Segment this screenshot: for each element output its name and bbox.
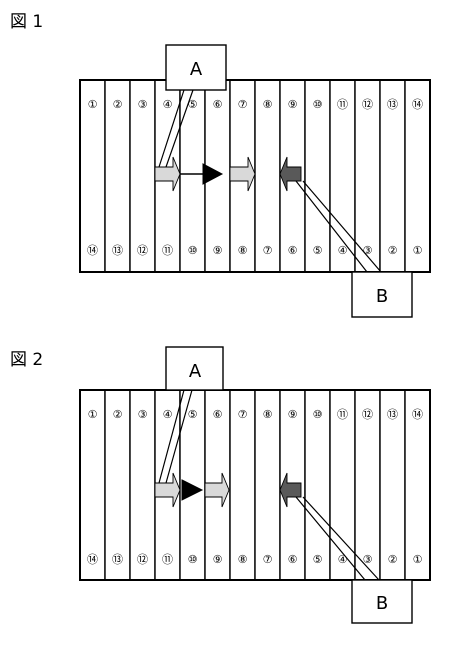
figure-1-bottom-number: ⑤ — [313, 244, 323, 257]
figure-2-callout-b-pointer — [295, 496, 380, 581]
figure-2-top-number: ⑥ — [213, 408, 223, 421]
figure-2-top-number: ③ — [138, 408, 148, 421]
figure-2-title: 図 2 — [10, 350, 43, 370]
figure-2-callout-b-box — [351, 579, 413, 624]
figure-1-outline — [79, 79, 431, 273]
figure-1-column-8 — [254, 79, 281, 273]
figure-2-callout-a-label: A — [189, 361, 202, 382]
figure-1-bottom-number: ⑨ — [213, 244, 223, 257]
figure-1: 図 1 ① ② ③ ④ ⑤ ⑥ ⑦ ⑧ — [10, 12, 431, 318]
figure-2-top-numbers: ① ② ③ ④ ⑤ ⑥ ⑦ ⑧ ⑨ ⑩ ⑪ ⑫ ⑬ ⑭ — [88, 408, 423, 421]
figure-1-top-number: ⑫ — [362, 98, 373, 111]
figure-2-top-number: ⑩ — [313, 408, 323, 421]
figure-1-top-number: ② — [113, 98, 123, 111]
figure-2-top-number: ① — [88, 408, 98, 421]
figure-2-top-number: ⑫ — [362, 408, 373, 421]
figure-2-black-arrow-icon — [181, 479, 204, 501]
figure-1-arrow-b-icon — [279, 156, 302, 192]
figure-1-top-number: ⑬ — [387, 98, 398, 111]
figure-1-callout-b-pointer — [295, 180, 382, 273]
figure-1-bottom-number: ⑪ — [162, 244, 173, 257]
figure-1-top-numbers: ① ② ③ ④ ⑤ ⑥ ⑦ ⑧ ⑨ ⑩ ⑪ ⑫ ⑬ ⑭ — [88, 98, 423, 111]
figure-2-bottom-number: ① — [413, 553, 423, 566]
figure-1-top-number: ⑭ — [412, 98, 423, 111]
figure-1-callout-a-box — [165, 44, 227, 91]
figure-1-column-12 — [354, 79, 381, 273]
figure-2-bottom-number: ⑧ — [238, 553, 248, 566]
figure-1-top-number: ⑪ — [337, 98, 348, 111]
figure-1-bottom-number: ⑧ — [238, 244, 248, 257]
figure-2-arrow-moved-icon — [204, 472, 230, 508]
figure-2-top-number: ② — [113, 408, 123, 421]
figure-1-bottom-number: ② — [388, 244, 398, 257]
figure-2-top-number: ⑧ — [263, 408, 273, 421]
figure-1-column-10 — [304, 79, 331, 273]
figure-1-bottom-number: ⑦ — [263, 244, 273, 257]
figure-1-top-number: ⑩ — [313, 98, 323, 111]
figure-1-column-2 — [104, 79, 131, 273]
figure-1-top-number: ① — [88, 98, 98, 111]
figure-2-top-number: ⑤ — [188, 408, 198, 421]
figure-2-bottom-number: ⑪ — [162, 553, 173, 566]
figure-1-bottom-number: ⑫ — [137, 244, 148, 257]
figure-2-column-3 — [129, 389, 156, 581]
figure-2-callout-b-label: B — [376, 593, 388, 614]
figure-2-top-number: ⑬ — [387, 408, 398, 421]
figure-2-top-number: ⑦ — [238, 408, 248, 421]
figure-2-bottom-number: ⑤ — [313, 553, 323, 566]
figure-2-top-number: ⑨ — [288, 408, 298, 421]
figure-1-bottom-number: ⑥ — [288, 244, 298, 257]
figure-2-callout-a-box — [165, 346, 224, 391]
figure-1-bottom-number: ⑬ — [112, 244, 123, 257]
figure-2-bottom-number: ⑥ — [288, 553, 298, 566]
figure-2-top-number: ④ — [163, 408, 173, 421]
figure-2-column-2 — [104, 389, 131, 581]
figure-1-top-number: ⑤ — [188, 98, 198, 111]
figure-2-bottom-number: ③ — [363, 553, 373, 566]
figure-2-bottom-number: ⑬ — [112, 553, 123, 566]
figure-1-bottom-number: ⑭ — [87, 244, 98, 257]
figure-2-bottom-number: ⑩ — [188, 553, 198, 566]
figure-2-callout-a-pointer — [158, 389, 193, 484]
figure-1-arrow-a-icon — [154, 156, 181, 192]
figure-1-top-number: ⑦ — [238, 98, 248, 111]
figure-2-outline — [79, 389, 431, 581]
figure-2-bottom-number: ⑨ — [213, 553, 223, 566]
figure-1-arrow-moved-icon — [229, 156, 256, 192]
figure-1-bottom-number: ④ — [338, 244, 348, 257]
figure-1-top-number: ⑥ — [213, 98, 223, 111]
figure-1-top-number: ⑧ — [263, 98, 273, 111]
figure-2-bottom-number: ④ — [338, 553, 348, 566]
figure-2-arrow-a-icon — [154, 472, 181, 508]
figure-1-top-number: ③ — [138, 98, 148, 111]
figure-2-panel — [79, 389, 431, 581]
figure-2-column-12 — [354, 389, 381, 581]
figure-2-top-number: ⑪ — [337, 408, 348, 421]
figure-1-bottom-number: ① — [413, 244, 423, 257]
figure-1-panel — [79, 79, 431, 273]
figure-2-arrow-b-icon — [279, 472, 302, 508]
figure-2-bottom-number: ② — [388, 553, 398, 566]
figure-2: 図 2 ① ② ③ ④ ⑤ ⑥ ⑦ ⑧ ⑨ — [10, 346, 431, 624]
figure-1-callout-b-label: B — [376, 286, 388, 307]
figure-2-bottom-number: ⑦ — [263, 553, 273, 566]
figure-1-title: 図 1 — [10, 12, 43, 32]
figure-1-bottom-number: ⑩ — [188, 244, 198, 257]
figure-2-bottom-numbers: ⑭ ⑬ ⑫ ⑪ ⑩ ⑨ ⑧ ⑦ ⑥ ⑤ ④ ③ ② ① — [87, 553, 423, 566]
figure-1-callout-a-pointer — [158, 89, 194, 168]
figure-1-black-arrow-icon — [202, 163, 224, 185]
figure-1-callout-a-label: A — [190, 59, 203, 80]
figure-1-callout-b-box — [351, 271, 413, 318]
figure-1-top-number: ④ — [163, 98, 173, 111]
figure-1-bottom-number: ③ — [363, 244, 373, 257]
figure-1-top-number: ⑨ — [288, 98, 298, 111]
figure-2-bottom-number: ⑫ — [137, 553, 148, 566]
figure-2-column-10 — [304, 389, 331, 581]
figure-2-top-number: ⑭ — [412, 408, 423, 421]
figure-1-bottom-numbers: ⑭ ⑬ ⑫ ⑪ ⑩ ⑨ ⑧ ⑦ ⑥ ⑤ ④ ③ ② ① — [87, 244, 423, 257]
figure-2-bottom-number: ⑭ — [87, 553, 98, 566]
